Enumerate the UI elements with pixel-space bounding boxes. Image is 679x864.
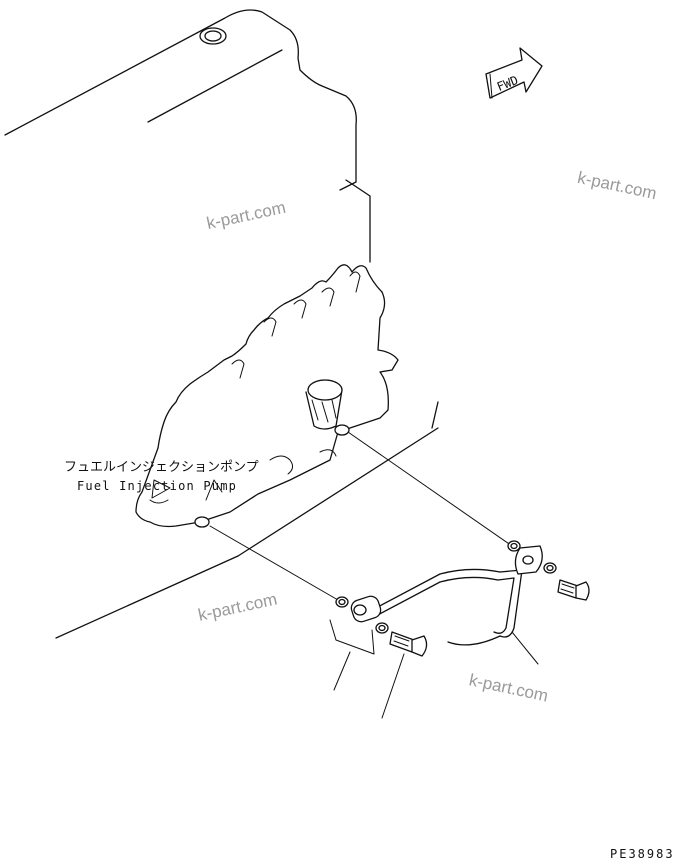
part-name-en: Fuel Injection Pump (77, 479, 237, 493)
hollow-bolt-lower (389, 631, 428, 657)
part-name-label: フュエルインジェクションポンプ Fuel Injection Pump (64, 460, 259, 493)
part-name-jp: フュエルインジェクションポンプ (64, 460, 259, 475)
watermark-text: k-part.com (576, 168, 658, 203)
watermarks: k-part.com k-part.com k-part.com k-part.… (196, 168, 658, 706)
engine-block-outline (4, 9, 439, 639)
callout-leaders (329, 619, 539, 719)
fuel-pipe-assembly (335, 540, 557, 646)
leader-lines (151, 431, 513, 601)
watermark-text: k-part.com (196, 590, 278, 625)
fuel-injection-pump-body (135, 264, 399, 528)
hollow-bolt-upper (557, 579, 590, 601)
watermark-text: k-part.com (467, 670, 549, 705)
forward-direction-arrow: FWD (485, 47, 543, 99)
watermark-text: k-part.com (205, 198, 287, 233)
figure-id: PE38983 (610, 847, 675, 861)
